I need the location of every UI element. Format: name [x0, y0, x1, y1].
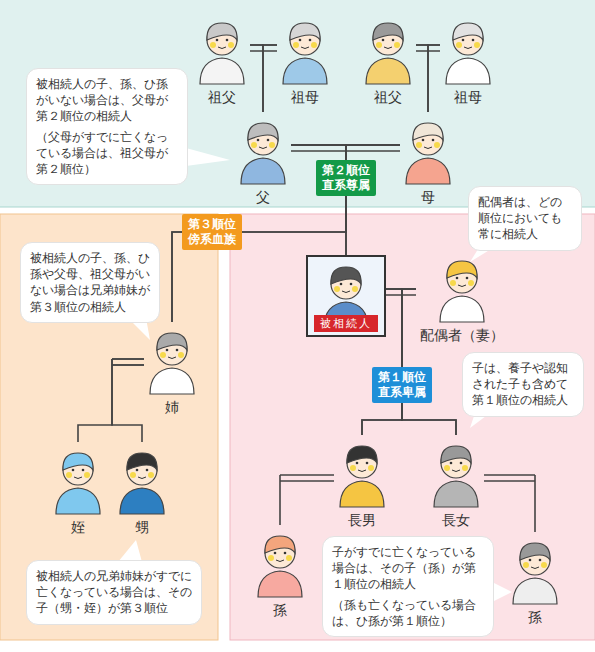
badge-text: 第１順位 — [378, 370, 426, 385]
callout-bubble: 配偶者は、どの順位においても常に相続人 — [468, 186, 582, 251]
person-box: 甥 — [114, 442, 170, 537]
descent-line — [416, 45, 428, 112]
person-name: 姪 — [71, 518, 85, 537]
person-name: 孫 — [273, 601, 287, 620]
descent-line — [402, 289, 456, 435]
decedent-frame: 被相続人 — [306, 255, 386, 337]
order2-panel — [0, 0, 595, 207]
person-name: 長男 — [348, 511, 376, 530]
descent-line — [484, 475, 535, 532]
badge-text: 傍系血族 — [188, 232, 236, 247]
order-badge: 第２順位直系尊属 — [316, 160, 376, 196]
person-name: 孫 — [528, 608, 542, 627]
callout-bubble: 被相続人の子、孫、ひ孫がいない場合は、父母が第２順位の相続人（父母がすでに亡くな… — [26, 68, 188, 185]
callout-text: 被相続人の子、孫、ひ孫や父母、祖父母がいない場合は兄弟姉妹が第３順位の相続人 — [30, 250, 150, 315]
person-name: 甥 — [135, 518, 149, 537]
callout-text: 被相続人の子、孫、ひ孫がいない場合は、父母が第２順位の相続人 — [36, 76, 178, 125]
order-badge: 第３順位傍系血族 — [182, 214, 242, 250]
person-box: 姪 — [50, 442, 106, 537]
descent-line — [78, 359, 144, 442]
person-name: 祖母 — [454, 88, 482, 107]
marriage-line — [386, 289, 416, 295]
person-name: 長女 — [442, 511, 470, 530]
person-box: 姉 — [144, 322, 200, 417]
person-name: 配偶者（妻） — [420, 326, 504, 345]
badge-text: 第３順位 — [188, 217, 236, 232]
descent-line — [172, 145, 400, 322]
callout-tail — [118, 148, 512, 602]
person-box: 孫 — [252, 525, 308, 620]
callout-bubble: 子は、養子や認知された子も含めて第１順位の相続人 — [462, 352, 584, 417]
person-name: 母 — [421, 188, 435, 207]
descent-line — [250, 45, 263, 112]
person-name: 祖父 — [374, 88, 402, 107]
person-box: 父 — [235, 112, 291, 207]
order3-panel — [0, 214, 218, 640]
person-box: 母 — [400, 112, 456, 207]
descent-line — [263, 45, 277, 112]
person-name: 祖父 — [208, 88, 236, 107]
callout-text: （父母がすでに亡くなっている場合は、祖父母が第２順位） — [36, 129, 178, 178]
person-box: 長女 — [428, 435, 484, 530]
descent-line — [362, 289, 402, 435]
person-name: 姉 — [165, 398, 179, 417]
person-box: 配偶者（妻） — [416, 250, 508, 345]
callout-text: 配偶者は、どの順位においても常に相続人 — [478, 194, 572, 243]
callout-text: 被相続人の兄弟姉妹がすでに亡くなっている場合は、その子（甥・姪）が第３順位 — [36, 568, 192, 617]
person-name: 祖母 — [291, 88, 319, 107]
order-badge: 第１順位直系卑属 — [372, 367, 432, 403]
portrait-ground — [306, 255, 386, 337]
person-box: 祖母 — [277, 12, 333, 107]
callout-bubble: 子がすでに亡くなっている場合は、その子（孫）が第１順位の相続人 （孫も亡くなってい… — [322, 536, 494, 637]
badge-text: 第２順位 — [322, 163, 370, 178]
callout-text: 子がすでに亡くなっている場合は、その子（孫）が第１順位の相続人 — [332, 544, 484, 593]
person-box: 長男 — [334, 435, 390, 530]
descent-line — [280, 475, 334, 525]
callout-bubble: 被相続人の子、孫、ひ孫や父母、祖父母がいない場合は兄弟姉妹が第３順位の相続人 — [20, 242, 160, 323]
person-name: 父 — [256, 188, 270, 207]
decedent-label: 被相続人 — [314, 315, 378, 332]
descent-line — [386, 289, 456, 435]
person-box: 孫 — [507, 532, 563, 627]
person-box: 祖父 — [360, 12, 416, 107]
badge-text: 直系尊属 — [322, 178, 370, 193]
badge-text: 直系卑属 — [378, 385, 426, 400]
descent-line — [428, 45, 440, 112]
order1-panel — [230, 214, 595, 640]
person-box: 祖母 — [440, 12, 496, 107]
descent-line — [362, 289, 416, 435]
person-box: 祖父 — [194, 12, 250, 107]
descent-line — [112, 359, 144, 442]
callout-bubble: 被相続人の兄弟姉妹がすでに亡くなっている場合は、その子（甥・姪）が第３順位 — [26, 560, 202, 625]
callout-text: 子は、養子や認知された子も含めて第１順位の相続人 — [472, 360, 574, 409]
callout-text: （孫も亡くなっている場合は、ひ孫が第１順位） — [332, 597, 484, 629]
